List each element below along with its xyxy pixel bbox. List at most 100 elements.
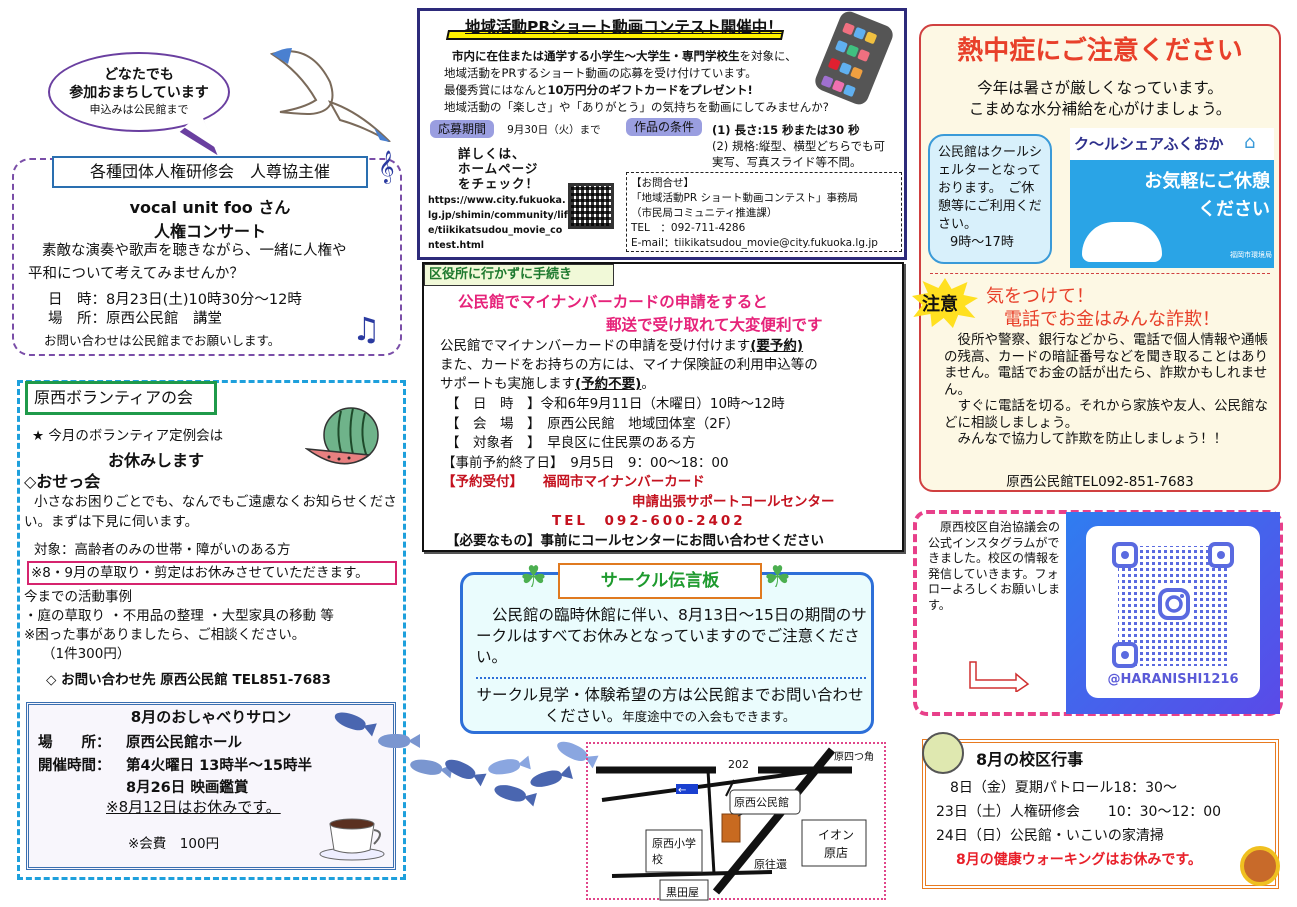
sunflower-icon [1240,846,1280,886]
mynumber-tag: 区役所に行かずに手続き [424,264,614,286]
heatstroke-title: 熱中症にご注意ください [957,36,1243,66]
cool-msg1: お気軽にご休憩 [1144,171,1270,192]
check-line2: ホームページ [458,161,539,176]
inquiry-dept: （市民局コミュニティ推進課） [631,207,778,219]
concert-title: 人権コンサート [153,222,266,241]
mynumber-body: 公民館でマイナンバーカードの申請を受け付けます(要予約) また、カードをお持ちの… [440,337,902,394]
fraud-body1: 役所や警察、銀行などから、電話で個人情報や通帳の残高、カードの暗証番号などを聞き… [944,332,1268,398]
concert-description: 素敵な演奏や歌声を聴きながら、一緒に人権や [28,240,398,262]
bubble-line3: 申込みは公民館まで [89,103,189,116]
salon-fee: ※会費 100円 [128,836,220,852]
body2-text: また、カードをお持ちの方には、マイナ保険証の利用申込等の [440,357,818,373]
condition-format: (2) 規格:縦型、横型どちらでも可 [712,139,885,153]
arrow-right-icon [968,660,1030,694]
reserve-center2: 申請出張サポートコールセンター [632,493,835,510]
mynumber-headline2: 郵送で受け取れて大変便利です [606,316,823,334]
reserve-center1: 福岡市マイナンバーカード [543,474,705,490]
cool-share-message: お気軽にご休憩 ください [1100,168,1270,224]
fish-icon [528,768,564,790]
fraud-heading2: 電話でお金はみんな詐欺！ [1004,309,1220,330]
salon-place-label: 場 所： [38,735,111,751]
heat-body-line2: こまめな水分補給を心がけましょう。 [968,100,1232,118]
inquiry-title: 【お問合せ】 [631,177,694,189]
seagull-illustration [269,42,400,143]
fraud-body: 役所や警察、銀行などから、電話で個人情報や通帳の残高、カードの暗証番号などを聞き… [944,332,1268,448]
fish-icon [409,757,443,777]
contest-url-link[interactable]: https://www.city.fukuoka.lg.jp/shimin/co… [428,195,568,251]
conditions-label-wrap: 作品の条件 [626,116,703,136]
body3-post: 。 [641,376,655,392]
cool-share-logo: ク～ルシェアふくおか [1070,128,1274,160]
svg-text:←: ← [678,785,686,796]
concert-inquiry: お問い合わせは公民館までお願いします。 [44,333,281,348]
events-note: 8月の健康ウォーキングはお休みです。 [956,852,1202,868]
event-item: 24日（日）公民館・いこいの家清掃 [936,828,1164,844]
cool-share-org: 福岡市環境局 [1230,251,1272,259]
concert-performer: vocal unit foo さん [129,198,291,217]
uchiwa-fan-icon [922,732,964,774]
watermelon-illustration [304,405,379,473]
instagram-description: 原西校区自治協議会の公式インスタグラムができました。校区の情報を発信していきます… [928,520,1061,612]
conditions-label: 作品の条件 [626,118,703,136]
contest-prize: 10万円分のギフトカードをプレゼント! [547,83,753,97]
osekkai-heading: ◇おせっ会 [24,472,101,491]
volunteer-star-line: ★ 今月のボランティア定例会は [32,428,224,444]
inquiry-office: 「地域活動PR ショート動画コンテスト」事務局 [631,192,858,204]
contest-qr-code[interactable] [568,183,614,229]
salon-place: 原西公民館ホール [126,735,242,751]
cool-shelter-bubble: 公民館はクールシェルターとなっております。 ご休憩等にご利用ください。 9時～1… [928,134,1052,264]
check-line3: をチェック！ [458,176,540,191]
period-row: 応募期間 9月30日（火）まで [430,118,601,138]
dashed-divider [930,273,1270,274]
map-corner: 原四つ角 [834,752,874,763]
fraud-heading1: 気をつけて！ [986,286,1094,307]
condition-length: (1) 長さ:15 秒または30 秒 [712,123,860,137]
cool-msg2: ください [1198,199,1270,220]
period-label: 応募期間 [430,120,495,138]
conditions-list: (1) 長さ:15 秒または30 秒 (2) 規格:縦型、横型どちらでも可 実写… [712,122,885,170]
house-sun-icon: ⌂ [1244,132,1256,153]
bubble-line1: どなたでも [104,67,174,83]
mynumber-deadline: 【事前予約終了日】 9月5日 9：00～18：00 [442,454,729,471]
mynumber-venue: 【 会 場 】 原西公民館 地域団体室（2F） [446,415,740,432]
clover-icon: ☘ [764,560,791,595]
cool-shelter-text: 公民館はクールシェルターとなっております。 ご休憩等にご利用ください。 [938,145,1043,232]
fish-icon [554,737,590,765]
body1-text: 公民館でマイナンバーカードの申請を受け付けます [440,338,751,354]
fish-icon [492,782,528,804]
clover-icon: ☘ [520,560,547,595]
inquiry-email[interactable]: E-mail：tiikikatsudou_movie@city.fukuoka.… [631,237,878,249]
caution-badge: 注意 [922,294,958,315]
heatstroke-body: 今年は暑さが厳しくなっています。 こまめな水分補給を心がけましょう。 [919,78,1281,120]
no-reservation: (予約不要) [575,376,642,392]
map-community-center: 原西公民館 [734,796,789,809]
salon-special: 8月26日 映画鑑賞 [126,780,249,796]
speech-bubble: どなたでも 参加おまちしています 申込みは公民館まで [48,52,230,132]
weeding-notice: ※8・9月の草取り・剪定はお休みさせていただきます。 [27,561,397,585]
fish-icon [442,755,478,783]
contest-line3-pre: 最優秀賞にはなんと [444,83,548,97]
inquiry-tel: TEL ：092-711-4286 [631,222,746,234]
map-haraourai: 原往還 [754,858,787,871]
mynumber-headline1: 公民館でマイナンバーカードの申請をすると [458,293,768,311]
mynumber-section [422,262,904,552]
reserve-tel[interactable]: TEL 092-600-2402 [552,513,746,529]
heat-body-line1: 今年は暑さが厳しくなっています。 [977,79,1223,97]
events-section [922,739,1279,889]
salon-time: 第4火曜日 13時半～15時半 [126,758,312,774]
instagram-handle[interactable]: @HARANISHI1216 [1107,672,1239,687]
access-map: ← 202 原四つ角 原西公民館 原西小学校 イオン原店 原往還 黒田屋 [586,742,886,901]
events-list: 8日（金）夏期パトロール18：30～ 23日（土）人権研修会 10：30～12：… [936,776,1221,872]
instagram-qr-inner[interactable] [1086,526,1260,698]
circle-section [460,572,874,734]
salon-title: 8月のおしゃべりサロン [130,708,292,726]
contest-eligibility: 市内に在住または通学する小学生～大学生・専門学校生 [452,49,740,63]
examples-list: ・庭の草取り ・不用品の整理 ・大型家具の移動 等 [24,608,334,624]
events-title: 8月の校区行事 [976,750,1084,769]
contest-inquiry-box: 【お問合せ】 「地域活動PR ショート動画コンテスト」事務局 （市民局コミュニテ… [626,172,902,252]
period-value: 9月30日（火）まで [507,124,601,136]
reserve-label: 【予約受付】 [442,474,523,490]
activity-examples: 今までの活動事例 ・庭の草取り ・不用品の整理 ・大型家具の移動 等 ※困った事… [24,588,334,664]
concert-datetime: 日 時：8月23日(土)10時30分～12時 [48,292,302,308]
map-kurodaya: 黒田屋 [666,886,699,899]
